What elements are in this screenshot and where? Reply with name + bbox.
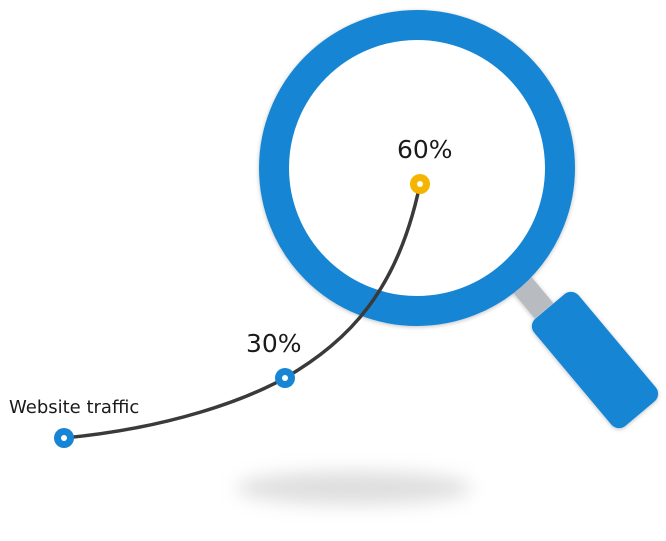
- milestone-label-30: 30%: [246, 329, 302, 358]
- magnifying-glass-icon: [259, 10, 659, 429]
- milestone-marker-60: [410, 174, 430, 194]
- start-marker: [54, 428, 74, 448]
- milestone-label-60: 60%: [397, 135, 453, 164]
- glass-ring: [259, 10, 575, 326]
- start-label: Website traffic: [9, 397, 139, 418]
- glass-handle: [531, 291, 659, 429]
- milestone-marker-30: [275, 368, 295, 388]
- ground-shadow: [236, 471, 472, 505]
